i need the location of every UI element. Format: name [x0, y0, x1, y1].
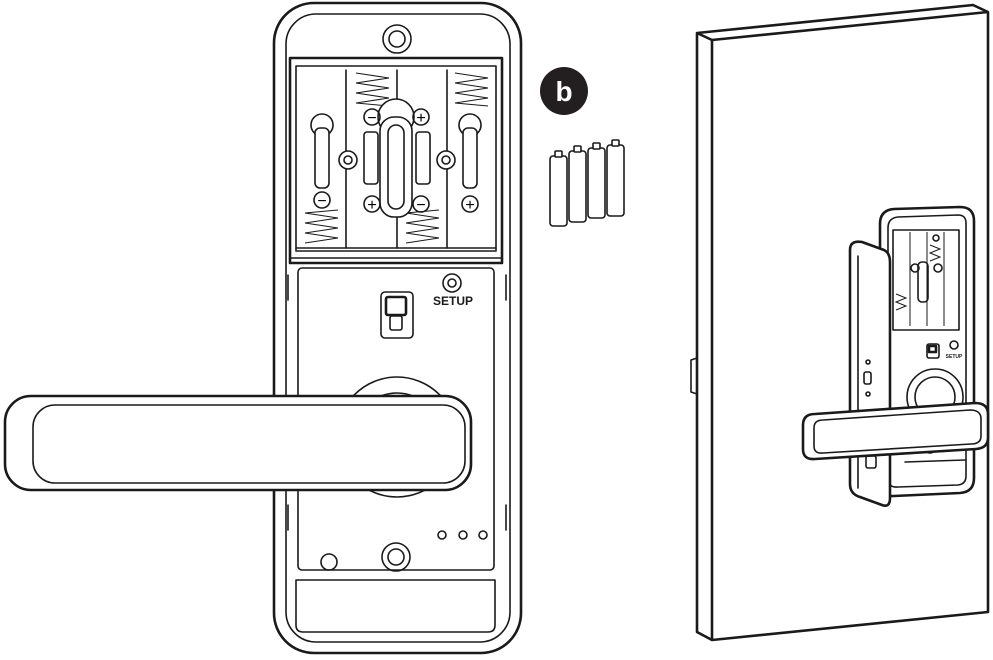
svg-text:−: − [317, 193, 326, 210]
svg-text:+: + [416, 110, 425, 127]
step-badge: b [540, 67, 588, 115]
polarity-plus-2: + [363, 195, 381, 214]
battery-3 [587, 142, 606, 219]
lock-front-view: − − + + − + [3, 1, 523, 655]
polarity-minus-3: − [412, 195, 430, 214]
screw-left [338, 150, 358, 170]
battery-cover-open [848, 240, 892, 507]
setup-label-small: SETUP [946, 354, 963, 360]
battery-2 [568, 145, 587, 223]
spring-2 [355, 72, 390, 107]
battery-1 [549, 150, 568, 227]
aa-batteries-group [549, 139, 625, 227]
top-screw [382, 24, 412, 54]
spring-4 [454, 72, 489, 107]
svg-text:−: − [416, 197, 425, 214]
setup-label: SETUP [433, 294, 473, 308]
lock-housing-outer [272, 1, 523, 655]
door-handle-lever [3, 394, 473, 492]
bottom-screw [381, 542, 411, 572]
indicator-dot-2 [458, 530, 468, 540]
svg-text:b: b [555, 76, 572, 107]
polarity-plus-3: + [412, 108, 430, 127]
bottom-small-screw [320, 553, 338, 571]
setup-button [442, 273, 462, 293]
door-with-lock: SETUP [690, 3, 990, 642]
privacy-switch [380, 291, 414, 339]
svg-text:+: + [367, 197, 376, 214]
lock-housing-inner [285, 13, 511, 643]
installed-handle [801, 401, 990, 461]
svg-text:+: + [465, 197, 474, 214]
spindle-cam [377, 98, 415, 218]
battery-compartment: − − + + − + [288, 56, 504, 265]
polarity-minus-2: − [363, 108, 381, 127]
spring-3 [405, 209, 440, 244]
battery-4 [606, 139, 625, 217]
indicator-dot-3 [478, 530, 488, 540]
polarity-minus-1: − [313, 191, 331, 210]
spring-1 [304, 209, 339, 244]
indicator-dot-1 [437, 530, 447, 540]
svg-text:−: − [367, 110, 376, 127]
screw-right [436, 150, 456, 170]
battery-slot-keyhole-1 [310, 113, 334, 189]
battery-slot-keyhole-4 [458, 113, 482, 189]
polarity-plus-4: + [461, 195, 479, 214]
